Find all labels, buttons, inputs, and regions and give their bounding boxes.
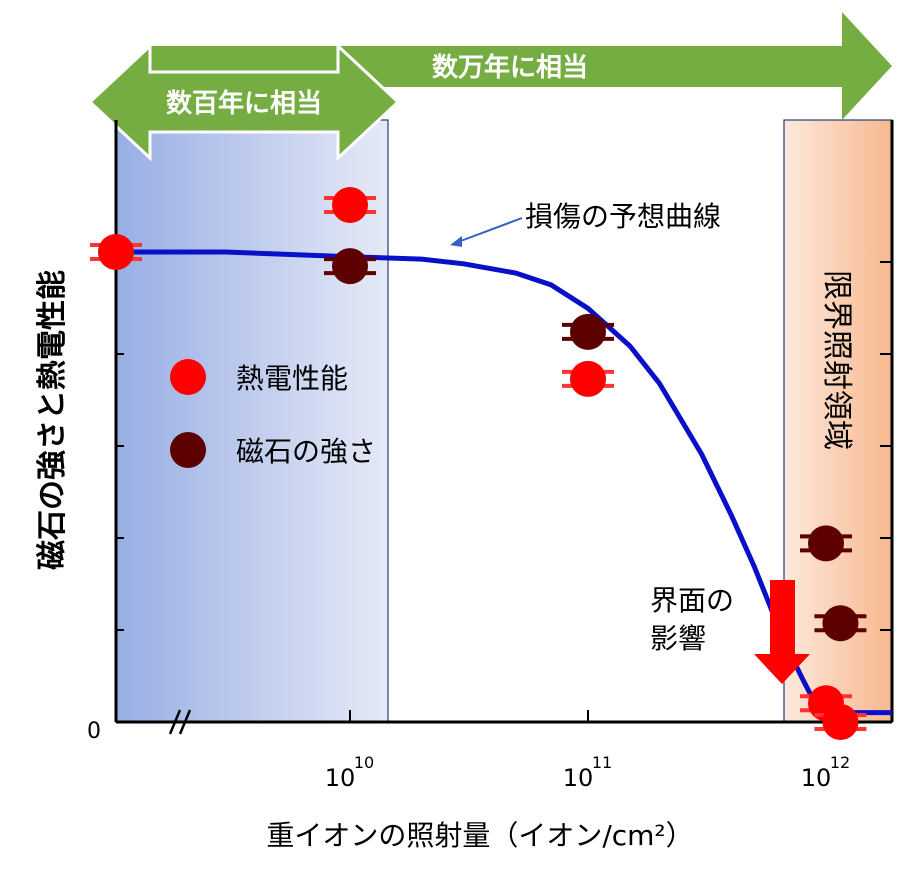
legend-label-magnet: 磁石の強さ — [236, 435, 376, 468]
arrow-label-tens-of-thousands: 数万年に相当 — [432, 52, 588, 83]
legend-marker-thermoelectric — [170, 359, 206, 395]
legend-label-thermoelectric: 熱電性能 — [236, 362, 348, 395]
arrow-tens-of-thousands — [150, 12, 892, 120]
thermoelectric-point — [90, 234, 142, 270]
x-tick-exponent: 11 — [592, 753, 612, 772]
point-marker — [332, 187, 368, 223]
thermoelectric-point — [324, 187, 376, 223]
x-axis-label: 重イオンの照射量（イオン/cm²） — [266, 819, 693, 852]
point-marker — [570, 313, 606, 350]
thermoelectric-point — [814, 704, 867, 740]
point-marker — [822, 704, 859, 740]
interface-label-line1: 界面の — [650, 584, 734, 617]
magnet-point — [800, 525, 852, 562]
arrow-label-centuries: 数百年に相当 — [166, 88, 322, 119]
x-tick-exponent: 10 — [354, 753, 374, 772]
region-label-limit: 限界照射領域 — [819, 270, 854, 450]
x-tick-label: 10 — [563, 764, 594, 792]
x-tick-label: 10 — [325, 764, 356, 792]
x-tick-exponent: 12 — [830, 753, 850, 772]
curve-annotation — [450, 217, 523, 247]
x-tick-label: 10 — [801, 764, 832, 792]
y-axis-label: 磁石の強さと熱電性能 — [35, 270, 70, 570]
point-marker — [822, 605, 859, 642]
point-marker — [570, 360, 606, 397]
axis-break — [168, 709, 192, 735]
arrow-centuries — [87, 42, 401, 162]
interface-arrow — [754, 580, 810, 684]
interface-label-line2: 影響 — [650, 622, 706, 655]
magnet-point — [562, 313, 614, 350]
magnet-point — [324, 248, 376, 285]
y-tick-zero: 0 — [87, 719, 101, 744]
curve-label: 損傷の予想曲線 — [525, 200, 721, 233]
point-marker — [808, 525, 844, 562]
point-marker — [98, 234, 134, 270]
legend-marker-magnet — [170, 432, 206, 468]
point-marker — [332, 248, 368, 285]
magnet-point — [814, 605, 867, 642]
thermoelectric-point — [562, 360, 614, 397]
